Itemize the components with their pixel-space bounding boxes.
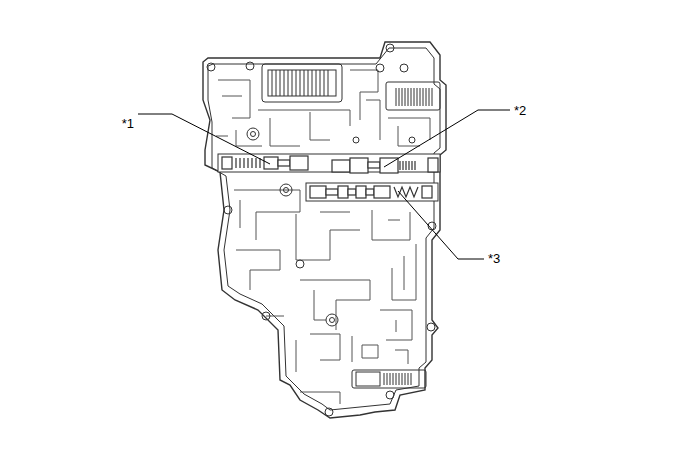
spring (262, 64, 342, 102)
spring (386, 82, 440, 110)
bolt-hole (207, 44, 436, 416)
valve-bore (218, 154, 440, 172)
valve-spool (222, 156, 438, 198)
callout-number: *2 (513, 103, 527, 118)
oil-passage (216, 70, 430, 404)
valve-body-outline (203, 42, 446, 418)
callout-number: *1 (121, 116, 135, 131)
inner-outline (208, 48, 440, 410)
spring (352, 370, 426, 388)
valve-bore (306, 183, 438, 201)
leader-line (138, 110, 510, 259)
callout-number: *3 (487, 251, 501, 266)
